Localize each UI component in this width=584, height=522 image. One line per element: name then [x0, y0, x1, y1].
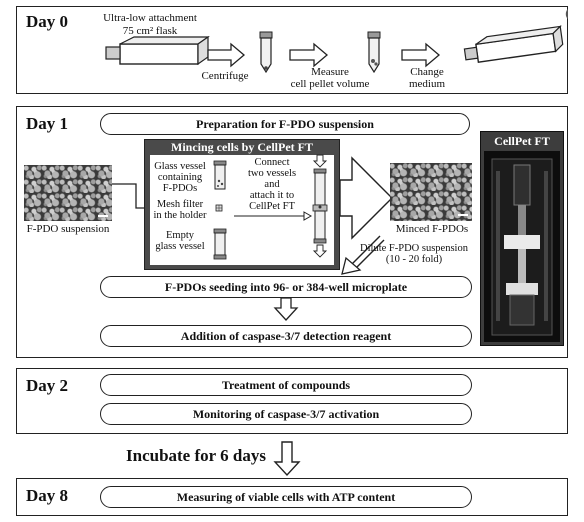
- flask-label-line2: 75 cm² flask: [122, 25, 178, 37]
- refresh-icon: [565, 8, 568, 20]
- change-label-line2: medium: [408, 78, 446, 90]
- arrow-down-icon: [273, 297, 299, 321]
- arrow-right-icon: [289, 42, 329, 68]
- dilute-label-line2: (10 - 20 fold): [385, 254, 443, 265]
- caspase-step: Addition of caspase-3/7 detection reagen…: [100, 325, 472, 347]
- connect-label-line1: Connect: [254, 157, 290, 168]
- day8-title: Day 8: [26, 486, 69, 505]
- day2-title: Day 2: [26, 376, 69, 395]
- device-title: CellPet FT: [494, 134, 550, 148]
- empty-vessel-icon: [213, 228, 227, 260]
- day0-title: Day 0: [26, 12, 69, 31]
- glass-vessel-icon: [213, 160, 227, 190]
- centrifuge-label: Centrifuge: [201, 70, 249, 82]
- mincing-title: Mincing cells by CellPet FT: [171, 140, 313, 154]
- scale-bar: [98, 215, 108, 217]
- glass-vessel-label-line1: Glass vessel: [154, 161, 206, 172]
- day0-graphics: [105, 8, 568, 74]
- change-label-line1: Change: [410, 66, 444, 78]
- prep-step: Preparation for F-PDO suspension: [100, 113, 470, 135]
- arrow-right-icon: [339, 156, 393, 240]
- arrow-down-icon: [312, 154, 328, 168]
- flask-label-line1: Ultra-low attachment: [103, 12, 197, 24]
- seeding-step: F-PDOs seeding into 96- or 384-well micr…: [100, 276, 472, 298]
- pellet-tube-icon: [367, 31, 381, 74]
- glass-vessel-label-line2: containing: [157, 172, 203, 183]
- connect-label-line4: attach it to: [249, 190, 295, 201]
- day1-title: Day 1: [26, 114, 69, 133]
- arrow-down-icon: [312, 244, 328, 258]
- incubate-label: Incubate for 6 days: [126, 446, 266, 465]
- arrow-right-icon: [207, 42, 246, 68]
- minced-micrograph: [390, 163, 472, 221]
- arrow-down-left-icon: [341, 235, 385, 275]
- f-pdo-micrograph: [24, 165, 112, 221]
- arrow-right-icon: [234, 211, 313, 221]
- empty-vessel-label-line2: glass vessel: [155, 241, 205, 252]
- mincing-inner: [150, 155, 334, 265]
- mesh-filter-label-line1: Mesh filter: [156, 199, 204, 210]
- flask-icon: [105, 35, 210, 66]
- glass-vessel-label-line3: F-PDOs: [162, 183, 198, 194]
- monitoring-step: Monitoring of caspase-3/7 activation: [100, 403, 472, 425]
- empty-vessel-label-line1: Empty: [166, 230, 194, 241]
- mesh-filter-label-line2: in the holder: [153, 210, 207, 221]
- flask-icon: [463, 25, 564, 63]
- scale-bar: [458, 214, 468, 216]
- connected-vessels-icon: [312, 168, 328, 244]
- minced-label: Minced F-PDOs: [395, 223, 469, 235]
- mincing-graphics: [213, 154, 328, 260]
- connect-label-line3: and: [264, 179, 280, 190]
- measuring-step: Measuring of viable cells with ATP conte…: [100, 486, 472, 508]
- treatment-step: Treatment of compounds: [100, 374, 472, 396]
- device-photo: [484, 151, 560, 342]
- incubate-arrow: [273, 441, 301, 477]
- arrow-right-icon: [401, 42, 441, 68]
- connect-label-line5: CellPet FT: [249, 201, 295, 212]
- centrifuge-tube-icon: [259, 31, 273, 74]
- f-pdo-suspension-label: F-PDO suspension: [26, 223, 110, 235]
- connect-label-line2: two vessels: [247, 168, 297, 179]
- arrow-down-icon: [273, 441, 301, 477]
- measure-label-line1: Measure: [311, 66, 349, 78]
- dilute-label-line1: Dilute F-PDO suspension: [360, 243, 468, 254]
- measure-label-line2: cell pellet volume: [290, 78, 370, 90]
- mesh-filter-icon: [215, 204, 223, 212]
